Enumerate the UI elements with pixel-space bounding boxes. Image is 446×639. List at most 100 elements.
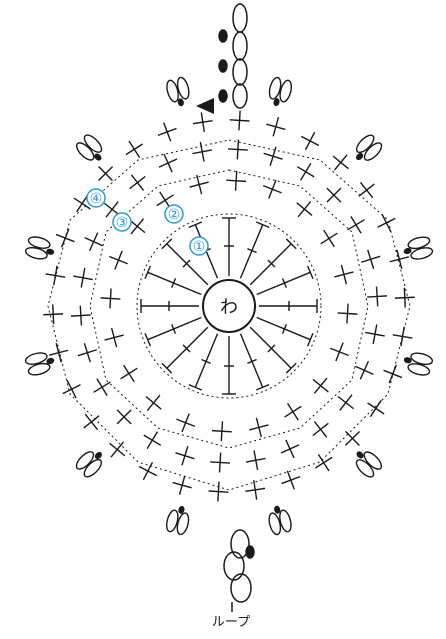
stitch-top bbox=[189, 385, 202, 390]
stitch-stroke bbox=[266, 117, 285, 136]
stitch-stroke bbox=[158, 123, 177, 142]
single-crochet-stitch bbox=[98, 166, 112, 180]
stitch-stroke bbox=[355, 361, 373, 379]
single-crochet-stitch bbox=[321, 230, 338, 247]
stitch-stroke bbox=[249, 418, 268, 437]
stitch-stroke bbox=[146, 395, 161, 410]
stitch-stroke bbox=[338, 395, 354, 411]
round-marker-4-label: ④ bbox=[90, 191, 103, 207]
stitch-stroke bbox=[193, 112, 213, 132]
single-crochet-stitch bbox=[173, 476, 192, 495]
stitch-post bbox=[250, 244, 291, 285]
single-crochet-stitch bbox=[110, 442, 125, 457]
picot-loop bbox=[266, 503, 294, 536]
single-crochet-stitch bbox=[73, 268, 92, 287]
single-crochet-stitch bbox=[193, 112, 213, 132]
single-crochet-stitch bbox=[226, 171, 246, 191]
stitch-stroke bbox=[190, 175, 209, 194]
chain-stitch bbox=[233, 59, 247, 85]
single-crochet-stitch bbox=[130, 219, 145, 234]
stitch-stroke bbox=[297, 201, 312, 216]
chain-stitch bbox=[74, 449, 97, 472]
single-crochet-stitch bbox=[175, 446, 194, 465]
picot-loop bbox=[266, 76, 293, 108]
magic-ring-label: わ bbox=[220, 297, 238, 318]
stitch-post bbox=[167, 327, 208, 368]
double-crochet-stitch bbox=[250, 239, 296, 285]
stitch-post bbox=[240, 334, 262, 388]
single-crochet-stitch bbox=[144, 432, 161, 449]
stitch-stroke bbox=[393, 327, 413, 347]
single-crochet-stitch bbox=[378, 214, 396, 232]
single-crochet-stitch bbox=[313, 422, 329, 438]
picot-loop bbox=[74, 132, 109, 167]
stitch-stroke bbox=[130, 175, 146, 191]
picot-loop bbox=[24, 349, 57, 377]
picot-loop bbox=[349, 445, 384, 480]
single-crochet-stitch bbox=[209, 482, 229, 502]
stitch-stroke bbox=[347, 216, 364, 233]
stitch-stroke bbox=[139, 462, 157, 480]
round-marker-3: ③ bbox=[113, 213, 131, 231]
stitch-stroke bbox=[110, 442, 125, 457]
single-crochet-stitch bbox=[327, 188, 341, 202]
single-crochet-stitch bbox=[85, 233, 103, 251]
stitch-stroke bbox=[282, 471, 301, 490]
stitch-stroke bbox=[361, 250, 380, 269]
single-crochet-stitch bbox=[139, 462, 157, 480]
single-crochet-stitch bbox=[228, 140, 248, 160]
single-crochet-stitch bbox=[109, 251, 127, 269]
single-crochet-stitch bbox=[330, 343, 348, 361]
single-crochet-stitch bbox=[117, 410, 131, 424]
stitch-stroke bbox=[121, 365, 138, 382]
single-crochet-stitch bbox=[78, 343, 97, 362]
stitch-stroke bbox=[334, 265, 353, 284]
single-crochet-stitch bbox=[347, 216, 364, 233]
stitch-top bbox=[145, 266, 150, 279]
single-crochet-stitch bbox=[130, 175, 146, 191]
slip-stitch bbox=[219, 90, 227, 102]
chain-stitch bbox=[231, 574, 251, 602]
chain-stitch bbox=[82, 132, 105, 155]
stitch-stroke bbox=[365, 324, 384, 343]
single-crochet-stitch bbox=[121, 365, 138, 382]
chain-stitch bbox=[74, 140, 97, 163]
stitch-stroke bbox=[285, 403, 302, 420]
single-crochet-stitch bbox=[384, 365, 402, 383]
single-crochet-stitch bbox=[126, 141, 143, 158]
round-marker-3-label: ③ bbox=[116, 215, 129, 231]
stitch-stroke bbox=[263, 180, 281, 198]
picot-loop bbox=[165, 76, 193, 109]
single-crochet-stitch bbox=[105, 328, 124, 347]
double-crochet-stitch bbox=[259, 299, 317, 313]
round-marker-1-label: ① bbox=[193, 239, 206, 255]
single-crochet-stitch bbox=[345, 431, 359, 445]
single-crochet-stitch bbox=[230, 111, 250, 131]
single-crochet-stitch bbox=[43, 304, 63, 324]
stitch-stroke bbox=[321, 230, 338, 247]
stitch-stroke bbox=[78, 343, 97, 362]
chain-stitch bbox=[362, 140, 385, 163]
stitch-stroke bbox=[297, 163, 314, 180]
single-crochet-stitch bbox=[338, 395, 354, 411]
magic-ring: わ bbox=[203, 280, 255, 332]
start-arrow-icon bbox=[196, 98, 214, 114]
single-crochet-stitch bbox=[245, 480, 265, 500]
single-crochet-stitch bbox=[334, 265, 353, 284]
stitch-stroke bbox=[192, 142, 211, 161]
single-crochet-stitch bbox=[176, 414, 194, 432]
stitch-post bbox=[195, 334, 217, 388]
stitch-stroke bbox=[159, 154, 177, 172]
loop-label: ループ bbox=[212, 615, 250, 630]
chain-stitch bbox=[361, 449, 384, 472]
round-marker-2: ② bbox=[165, 205, 183, 223]
stitch-top bbox=[256, 385, 269, 390]
stitch-stroke bbox=[84, 414, 99, 429]
stitch-stroke bbox=[384, 365, 402, 383]
stitch-stroke bbox=[175, 446, 194, 465]
stitch-stroke bbox=[144, 432, 161, 449]
single-crochet-stitch bbox=[158, 123, 177, 142]
single-crochet-stitch bbox=[285, 403, 302, 420]
